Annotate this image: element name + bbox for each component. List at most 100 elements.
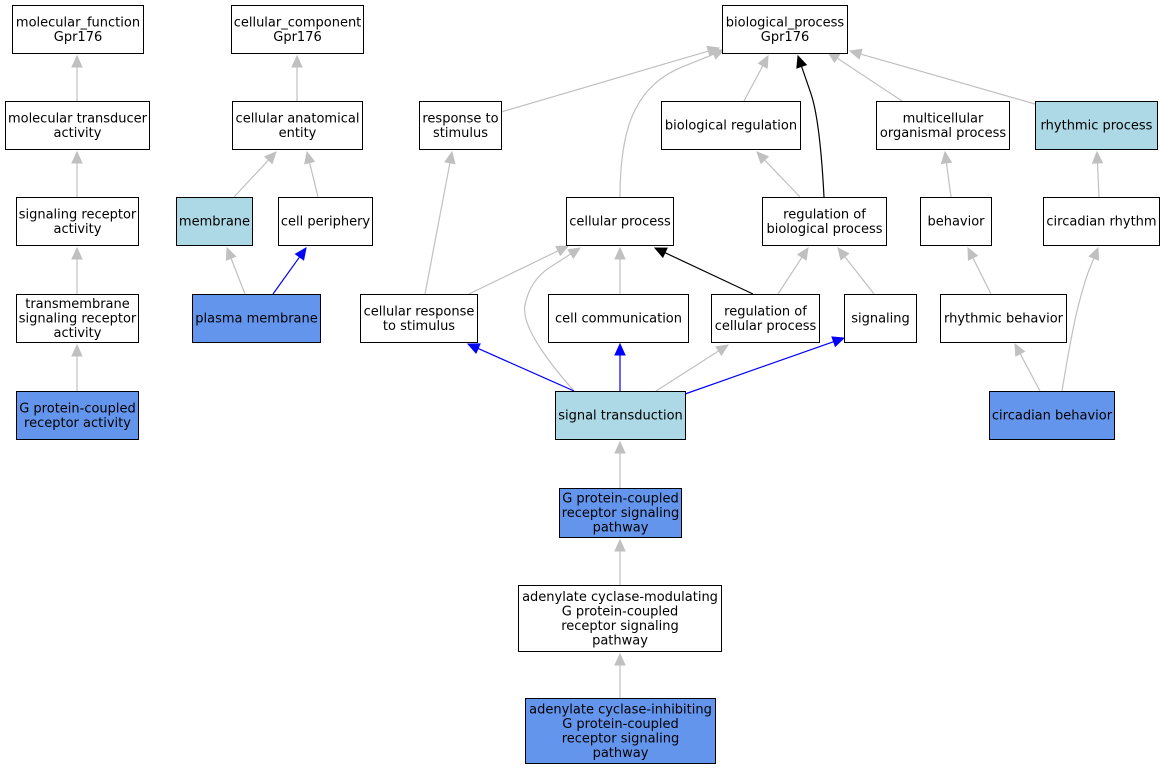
edge-sra-to-mta (71, 150, 83, 197)
node-mf-label-line: Gpr176 (54, 30, 102, 45)
edge-pm-to-mem-line (230, 258, 246, 295)
node-mop-label-line: multicellular (903, 111, 984, 126)
edge-rocp-to-robp-arrowhead (796, 246, 809, 261)
node-aci-label-line: adenylate cyclase-inhibiting (529, 702, 712, 717)
node-mf-box (12, 5, 144, 54)
edge-sig-to-robp (837, 247, 875, 295)
node-sig-label-line: signaling (851, 312, 910, 327)
edge-cb-to-cr-arrowhead (1088, 246, 1100, 261)
edge-rocp-to-cellp-arrowhead (653, 247, 668, 259)
edge-st-to-crts-line (477, 347, 575, 392)
edge-br-to-bp-line (743, 65, 764, 102)
node-br[interactable]: biological regulation (661, 101, 801, 150)
edge-cb-to-rb-arrowhead (1014, 342, 1026, 357)
edge-acm-to-gpcrsp-arrowhead (614, 538, 626, 552)
edge-beh-to-mop-line (945, 162, 952, 198)
edge-crts-to-cellp-arrowhead (555, 245, 570, 257)
edge-cb-to-rb (1014, 342, 1041, 392)
node-cc2[interactable]: cell communication (548, 294, 689, 343)
node-tsra-box (16, 294, 139, 343)
edge-sig-to-robp-line (844, 256, 875, 295)
node-cae-label-line: cellular anatomical (236, 111, 360, 126)
edge-acm-to-gpcrsp (614, 538, 626, 585)
edge-st-to-rocp (655, 344, 730, 392)
node-gpcrsp-box (559, 488, 682, 538)
edge-aci-to-acm (614, 652, 626, 698)
edge-rocp-to-cellp-line (664, 252, 754, 295)
edge-pm-to-mem (225, 246, 246, 295)
node-rts-label-line: response to (422, 111, 498, 126)
edge-crts-to-rts-arrowhead (444, 150, 456, 165)
node-beh[interactable]: behavior (920, 197, 992, 246)
edge-beh-to-mop (940, 150, 953, 198)
edge-robp-to-bp-line (801, 66, 825, 198)
node-pm[interactable]: plasma membrane (192, 294, 321, 343)
edge-gpcrsp-to-st (614, 440, 626, 488)
edge-mta-to-mf-arrowhead (71, 54, 83, 68)
node-beh-label-line: behavior (927, 215, 985, 230)
edge-crts-to-rts-line (424, 162, 451, 295)
node-cr[interactable]: circadian rhythm (1043, 197, 1160, 246)
node-crts-label-line: cellular response (364, 304, 475, 319)
node-tsra-label-line: activity (54, 326, 102, 341)
edge-mem-to-cae (233, 151, 277, 198)
edge-st-to-sig (684, 336, 846, 395)
node-acm-label-line: receptor signaling (561, 619, 679, 634)
node-cp-label-line: cell periphery (281, 215, 371, 230)
edge-robp-to-br-line (764, 159, 801, 198)
edge-rts-to-bp-line (500, 50, 709, 113)
edge-robp-to-bp-arrowhead (796, 54, 808, 69)
edge-st-to-cc2-arrowhead (614, 342, 626, 356)
edge-st-to-crts (466, 343, 575, 392)
edge-rb-to-beh-line (972, 257, 992, 295)
edge-mop-to-bp-line (836, 57, 903, 102)
node-cp[interactable]: cell periphery (278, 197, 373, 246)
node-rocp-label-line: cellular process (715, 319, 817, 334)
edge-cb-to-cr-line (1061, 257, 1095, 392)
node-gpcra-box (16, 391, 139, 440)
edge-st-to-cellp (523, 247, 582, 392)
edge-cp-to-cae (304, 150, 319, 198)
edge-tsra-to-sra (71, 246, 83, 294)
edge-rp-to-bp (848, 48, 1036, 105)
node-rp-box (1035, 101, 1158, 150)
node-acm-label-line: pathway (592, 633, 648, 648)
node-robp-label-line: regulation of (783, 207, 866, 222)
node-cb[interactable]: circadian behavior (989, 391, 1115, 440)
node-aci-box (525, 698, 716, 764)
edge-st-to-rocp-line (655, 350, 720, 392)
edge-rb-to-beh-arrowhead (967, 246, 979, 261)
node-cellp[interactable]: cellular process (566, 197, 674, 246)
node-st[interactable]: signal transduction (555, 391, 686, 440)
node-cc2-box (548, 294, 689, 343)
node-sig[interactable]: signaling (844, 294, 917, 343)
edge-st-to-rocp-arrowhead (715, 344, 730, 357)
node-rts-box (419, 101, 502, 150)
edge-cr-to-rp (1091, 150, 1104, 198)
node-rp[interactable]: rhythmic process (1035, 101, 1158, 150)
edge-rp-to-bp-line (860, 53, 1036, 105)
node-rb[interactable]: rhythmic behavior (940, 294, 1067, 343)
edge-robp-to-br-arrowhead (756, 151, 770, 165)
node-aci-label-line: G protein-coupled (562, 717, 679, 732)
node-bp-label-line: biological_process (726, 15, 845, 30)
edge-cellp-to-bp-line (619, 53, 715, 198)
node-cellp-box (566, 197, 674, 246)
node-mem[interactable]: membrane (176, 197, 253, 246)
